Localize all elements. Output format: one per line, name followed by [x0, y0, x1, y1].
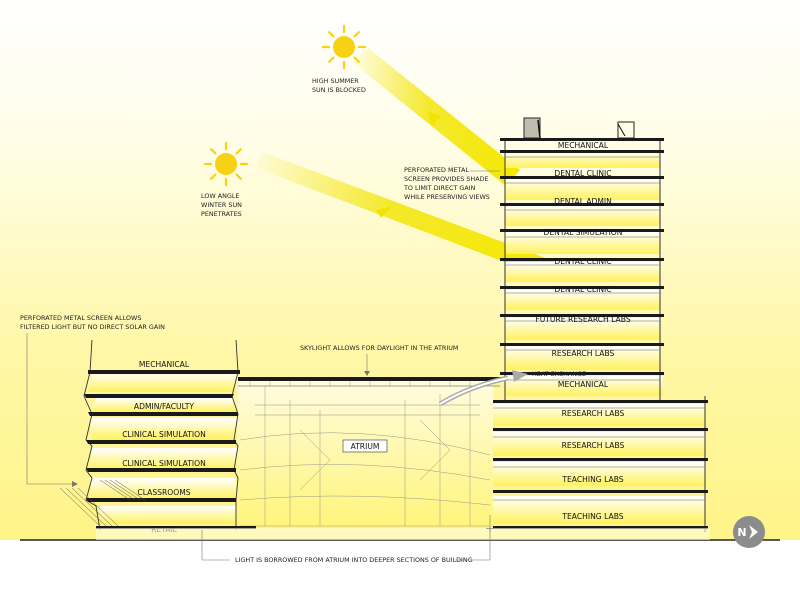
- west-screen-leader: [26, 333, 72, 485]
- tower-floor-label: RESEARCH LABS: [562, 409, 625, 418]
- tower-floor-label: MECHANICAL: [558, 141, 609, 150]
- skylight-note: SKYLIGHT ALLOWS FOR DAYLIGHT IN THE ATRI…: [300, 344, 458, 352]
- west-floor-label: CLASSROOMS: [137, 488, 190, 497]
- summer-sun-arrowhead: [428, 112, 442, 126]
- tower: MECHANICAL DENTAL CLINIC DENTAL ADMIN DE…: [486, 117, 708, 532]
- ground-band: [0, 540, 800, 590]
- west-screen-note: PERFORATED METAL SCREEN ALLOWS FILTERED …: [20, 314, 165, 331]
- borrowed-light-note: LIGHT IS BORROWED FROM ATRIUM INTO DEEPE…: [235, 556, 473, 564]
- atrium-label: ATRIUM: [351, 442, 380, 451]
- svg-text:N: N: [737, 526, 746, 539]
- west-floor-label: MECHANICAL: [139, 360, 190, 369]
- tower-floor-label: MECHANICAL: [558, 380, 609, 389]
- tower-screen-note: PERFORATED METAL SCREEN PROVIDES SHADE T…: [403, 166, 491, 201]
- west-screen-leader-arrow: [72, 481, 78, 487]
- winter-sun-arrowhead: [376, 206, 392, 218]
- sun-icon: [321, 24, 367, 70]
- west-floor-label: ADMIN/FACULTY: [134, 402, 194, 411]
- winter-sun-beam: [256, 152, 556, 280]
- west-floor-label: CLINICAL SIMULATION: [122, 430, 206, 439]
- north-arrow-icon: N: [733, 516, 765, 548]
- sun-icon: [203, 141, 249, 187]
- winter-sun-note: LOW ANGLE WINTER SUN PENETRATES: [201, 192, 244, 218]
- atrium-label-box: [342, 439, 388, 453]
- tower-floor-label: TEACHING LABS: [561, 512, 623, 521]
- tower-floor-label: FUTURE RESEARCH LABS: [535, 315, 630, 324]
- tower-floor-label: RESEARCH LABS: [562, 441, 625, 450]
- heat-exchange-label: HEAT EXCHANGE: [532, 370, 586, 378]
- tower-floor-label: DENTAL CLINIC: [554, 285, 611, 294]
- tower-floor-label: TEACHING LABS: [561, 475, 623, 484]
- heat-exchange-arrow: [512, 370, 528, 382]
- tower-slabs: [486, 138, 708, 529]
- west-floor-label: CLINICAL SIMULATION: [122, 459, 206, 468]
- tower-floor-label: DENTAL CLINIC: [554, 169, 611, 178]
- tower-floor-label: DENTAL ADMIN: [554, 197, 612, 206]
- tower-floor-label: DENTAL SIMULATION: [544, 228, 623, 237]
- west-building: MECHANICAL ADMIN/FACULTY CLINICAL SIMULA…: [59, 339, 256, 534]
- skylight-roof: [238, 377, 503, 381]
- tower-floor-label: DENTAL CLINIC: [554, 257, 611, 266]
- tower-floor-label: RESEARCH LABS: [552, 349, 615, 358]
- atrium-section: ATRIUM SKYLIGHT ALLOWS FOR DAYLIGHT IN T…: [238, 344, 586, 528]
- summer-sun-note: HIGH SUMMER SUN IS BLOCKED: [312, 77, 366, 94]
